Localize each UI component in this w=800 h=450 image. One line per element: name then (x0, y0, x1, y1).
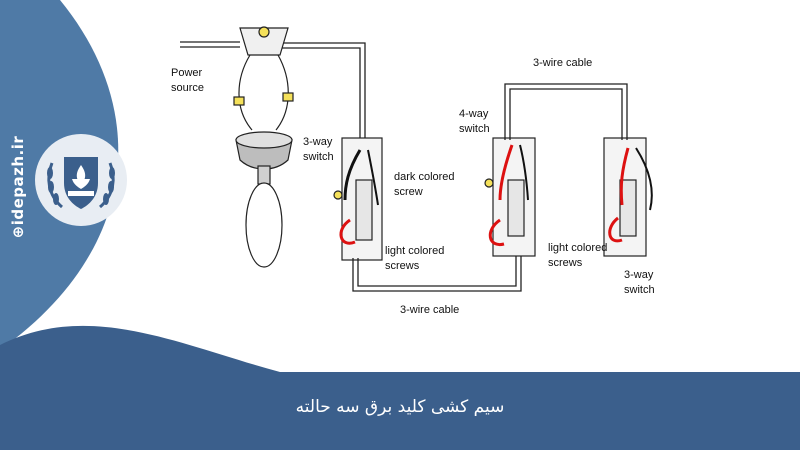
site-url[interactable]: ⊕idepazh.ir (9, 135, 27, 239)
light-fixture (233, 26, 294, 268)
power-cable (180, 41, 240, 48)
bottom-cable-label: 3-wire cable (400, 304, 460, 316)
top-cable-label: 3-wire cable (533, 57, 593, 69)
top-cable (504, 83, 628, 140)
caption-title: سیم کشی کلید برق سه حالته (295, 397, 505, 417)
shield-laurel-logo-icon (35, 134, 127, 226)
four-way-switch-box (484, 137, 536, 257)
fixture-to-switch-cable (280, 42, 366, 140)
right-switch-box (603, 137, 653, 257)
bottom-cable (352, 256, 522, 292)
bottom-navy-band (0, 325, 800, 450)
left-switch-box (333, 137, 383, 261)
